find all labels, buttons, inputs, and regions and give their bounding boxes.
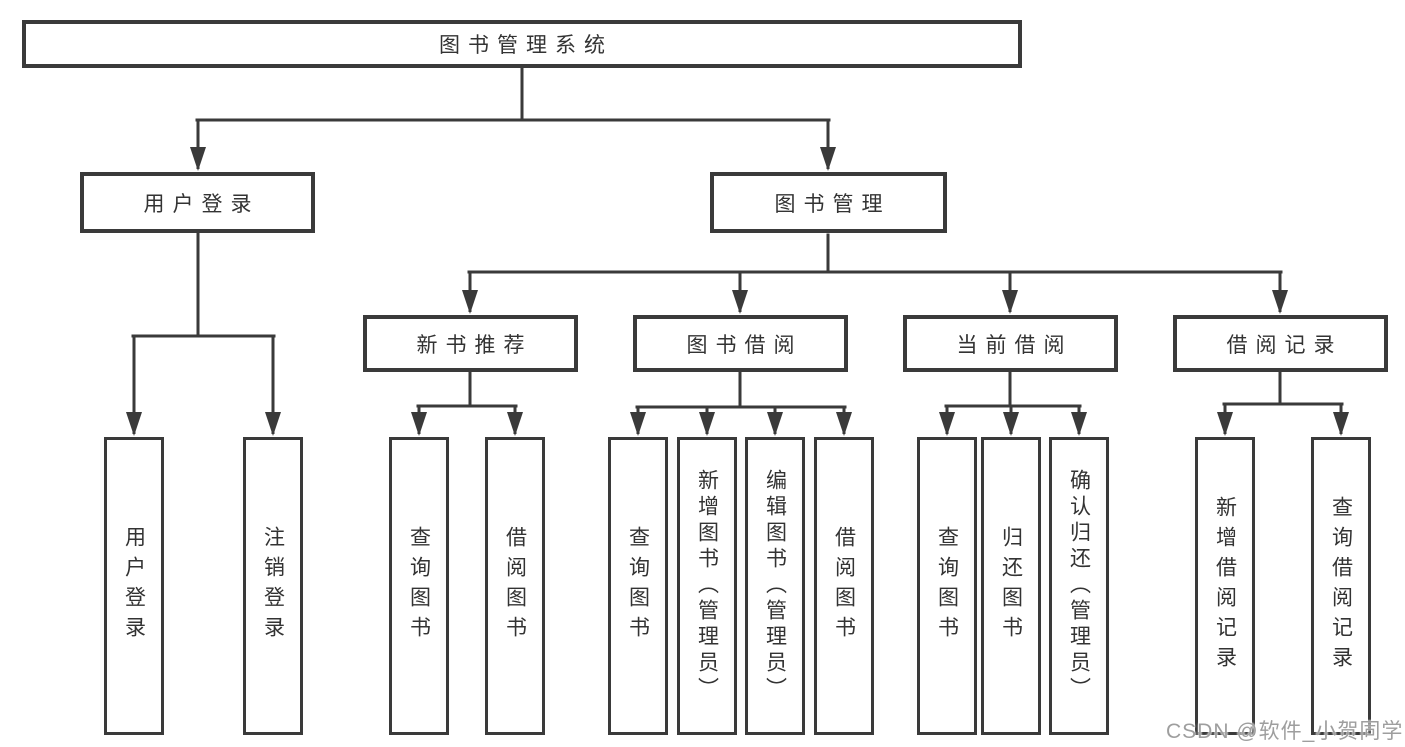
node-current-borrow-label: 当前借阅 — [956, 333, 1073, 357]
leaf-bb-edit-book-admin: 编辑图书（管理员） — [745, 437, 805, 735]
leaf-br-add-record-label: 新增借阅记录 — [1213, 496, 1237, 676]
node-user-login-label: 用户登录 — [143, 192, 260, 216]
node-user-login: 用户登录 — [80, 172, 315, 233]
node-root-label: 图书管理系统 — [439, 34, 613, 57]
leaf-nb-borrow-book: 借阅图书 — [485, 437, 545, 735]
leaf-logout: 注销登录 — [243, 437, 303, 735]
leaf-bb-query-book: 查询图书 — [608, 437, 668, 735]
wire-new-book-rail — [416, 370, 518, 408]
wire-book-management-rail — [467, 233, 1283, 274]
node-new-book-recommend: 新书推荐 — [363, 315, 578, 372]
node-book-management-label: 图书管理 — [774, 192, 891, 216]
leaf-nb-query-book-label: 查询图书 — [407, 526, 431, 646]
leaf-cb-confirm-return-admin-label: 确认归还（管理员） — [1067, 469, 1091, 703]
node-book-borrow: 图书借阅 — [633, 315, 848, 372]
leaf-bb-edit-book-admin-label: 编辑图书（管理员） — [763, 469, 787, 703]
leaf-user-login: 用户登录 — [104, 437, 164, 735]
leaf-cb-return-book-label: 归还图书 — [999, 526, 1023, 646]
leaf-logout-label: 注销登录 — [261, 526, 285, 646]
leaf-br-add-record: 新增借阅记录 — [1195, 437, 1255, 735]
leaf-bb-borrow-book: 借阅图书 — [814, 437, 874, 735]
leaf-cb-query-book-label: 查询图书 — [935, 526, 959, 646]
node-new-book-recommend-label: 新书推荐 — [416, 333, 533, 357]
node-borrow-records-label: 借阅记录 — [1226, 333, 1343, 357]
leaf-nb-borrow-book-label: 借阅图书 — [503, 526, 527, 646]
leaf-cb-query-book: 查询图书 — [917, 437, 977, 735]
node-book-borrow-label: 图书借阅 — [686, 333, 803, 357]
node-current-borrow: 当前借阅 — [903, 315, 1118, 372]
leaf-cb-confirm-return-admin: 确认归还（管理员） — [1049, 437, 1109, 735]
node-borrow-records: 借阅记录 — [1173, 315, 1388, 372]
wire-root-to-level2 — [195, 64, 831, 122]
leaf-nb-query-book: 查询图书 — [389, 437, 449, 735]
leaf-bb-query-book-label: 查询图书 — [626, 526, 650, 646]
wire-user-login-rail — [131, 231, 276, 338]
csdn-watermark: CSDN @软件_小贺同学 — [1166, 720, 1404, 743]
wire-borrow-record-rail — [1222, 370, 1344, 406]
wire-book-borrow-rail — [635, 370, 847, 409]
node-root: 图书管理系统 — [22, 20, 1022, 68]
leaf-user-login-label: 用户登录 — [122, 526, 146, 646]
leaf-br-query-record-label: 查询借阅记录 — [1329, 496, 1353, 676]
leaf-cb-return-book: 归还图书 — [981, 437, 1041, 735]
leaf-bb-add-book-admin-label: 新增图书（管理员） — [695, 469, 719, 703]
leaf-br-query-record: 查询借阅记录 — [1311, 437, 1371, 735]
wire-current-borrow-rail — [944, 370, 1082, 408]
leaf-bb-borrow-book-label: 借阅图书 — [832, 526, 856, 646]
node-book-management: 图书管理 — [710, 172, 947, 233]
leaf-bb-add-book-admin: 新增图书（管理员） — [677, 437, 737, 735]
